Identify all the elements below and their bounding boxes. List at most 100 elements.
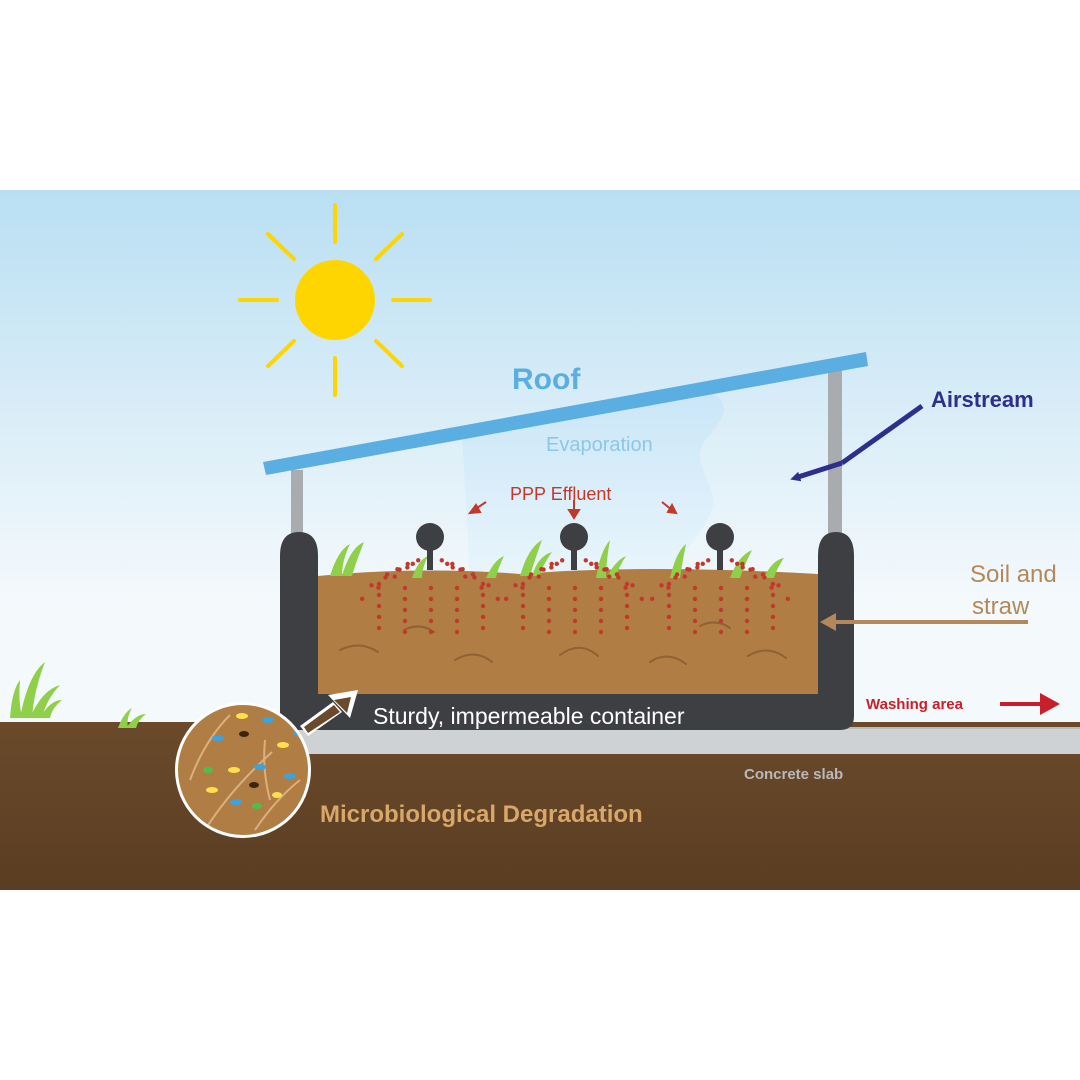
effluent-drop — [740, 561, 745, 567]
effluent-drop — [718, 618, 724, 624]
effluent-drop — [744, 585, 750, 591]
effluent-drop — [536, 574, 541, 579]
effluent-drop — [463, 574, 468, 579]
effluent-drop — [376, 581, 382, 587]
effluent-drop — [666, 592, 672, 598]
soil-and-straw — [318, 569, 818, 694]
effluent-drop — [458, 567, 463, 572]
effluent-drop — [598, 607, 604, 613]
effluent-drop — [623, 585, 628, 590]
effluent-drop — [376, 592, 382, 598]
effluent-drop — [785, 596, 791, 602]
effluent-drop — [520, 592, 526, 598]
effluent-drop — [744, 596, 750, 602]
effluent-drop — [700, 561, 705, 567]
airstream-label: Airstream — [931, 387, 1034, 412]
effluent-drop — [445, 561, 450, 567]
effluent-drop — [416, 558, 421, 563]
magnifier-circle-icon — [175, 702, 311, 838]
effluent-drop — [572, 585, 578, 591]
magnifier-pointer-arrow — [300, 690, 358, 736]
effluent-drop — [744, 618, 750, 624]
effluent-drop — [572, 596, 578, 602]
effluent-drop — [674, 572, 680, 577]
effluent-drop — [630, 583, 635, 588]
container-label: Sturdy, impermeable container — [373, 703, 685, 729]
effluent-drop — [454, 629, 460, 635]
effluent-drop — [546, 596, 552, 602]
effluent-drop — [718, 585, 724, 591]
effluent-drop — [428, 596, 434, 602]
effluent-drop — [454, 618, 460, 624]
effluent-drop — [598, 596, 604, 602]
microbiological-degradation-label: Microbiological Degradation — [320, 801, 643, 828]
effluent-drop — [589, 561, 594, 567]
effluent-drop — [480, 614, 486, 620]
concrete-slab — [280, 728, 1080, 754]
effluent-drop — [744, 607, 750, 613]
effluent-drop — [692, 596, 698, 602]
effluent-drop — [359, 596, 365, 602]
effluent-drop — [776, 583, 781, 588]
effluent-drop — [410, 561, 415, 567]
effluent-drop — [539, 566, 544, 572]
effluent-drop — [706, 558, 711, 563]
effluent-drop — [718, 629, 724, 635]
effluent-drop — [744, 629, 750, 635]
effluent-drop — [428, 585, 434, 591]
effluent-drop — [666, 603, 672, 609]
effluent-drop — [598, 618, 604, 624]
effluent-drop — [428, 618, 434, 624]
roof-label: Roof — [512, 363, 581, 396]
effluent-drop — [649, 596, 655, 602]
sprinkler-icon — [416, 523, 734, 570]
effluent-drop — [560, 558, 565, 563]
effluent-drop — [624, 625, 630, 631]
effluent-drop — [607, 574, 612, 579]
effluent-drop — [692, 607, 698, 613]
effluent-drop — [402, 596, 408, 602]
effluent-drop — [616, 575, 621, 580]
roof-post-left — [291, 470, 303, 538]
effluent-drop — [369, 583, 374, 588]
effluent-drop — [402, 607, 408, 613]
effluent-drop — [769, 585, 774, 590]
soil-arrow — [820, 613, 1028, 631]
effluent-drop — [528, 572, 534, 577]
effluent-drop — [594, 565, 599, 570]
evaporation-plume — [462, 390, 724, 580]
effluent-drop — [695, 561, 700, 567]
effluent-drop — [520, 625, 526, 631]
effluent-drop — [454, 607, 460, 613]
washing-area-label: Washing area — [866, 696, 964, 713]
effluent-drop — [546, 585, 552, 591]
effluent-drop — [685, 566, 690, 572]
concrete-slab-label: Concrete slab — [744, 766, 843, 783]
effluent-drop — [520, 581, 526, 587]
ppp-effluent-label: PPP Effluent — [510, 484, 611, 504]
effluent-drop — [735, 561, 740, 567]
effluent-drop — [666, 581, 672, 587]
effluent-drop — [729, 558, 734, 563]
effluent-drop — [572, 618, 578, 624]
effluent-drop — [594, 561, 599, 567]
effluent-drop — [546, 607, 552, 613]
effluent-drop — [695, 565, 700, 570]
effluent-drop — [666, 625, 672, 631]
effluent-drop — [479, 585, 484, 590]
effluent-drop — [480, 581, 486, 587]
effluent-drop — [692, 629, 698, 635]
effluent-drop — [740, 565, 745, 570]
effluent-drop — [666, 585, 671, 590]
effluent-drop — [472, 575, 477, 580]
effluent-drop — [480, 603, 486, 609]
effluent-drop — [546, 618, 552, 624]
effluent-drop — [402, 585, 408, 591]
effluent-drop — [395, 566, 400, 572]
effluent-drop — [376, 625, 382, 631]
effluent-drop — [718, 596, 724, 602]
effluent-drop — [402, 629, 408, 635]
evaporation-label: Evaporation — [546, 434, 653, 456]
effluent-drop — [554, 561, 559, 567]
effluent-drop — [486, 583, 491, 588]
